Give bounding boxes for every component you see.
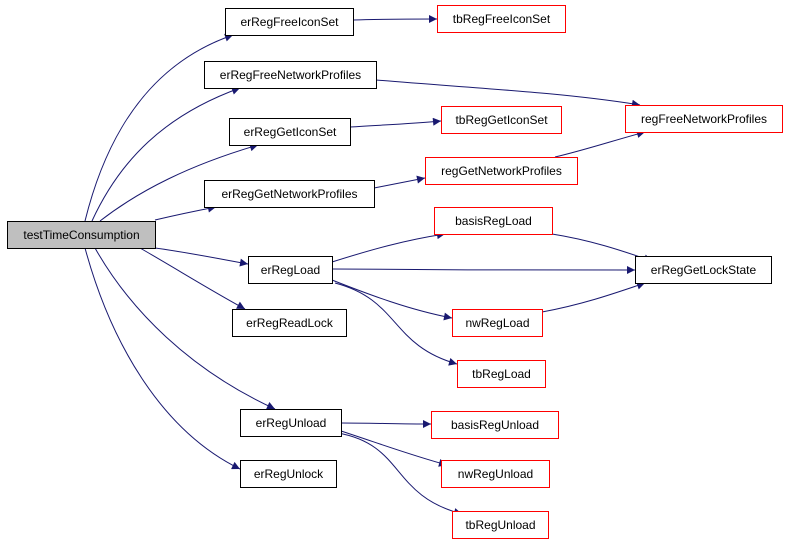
node-label: tbRegGetIconSet: [455, 113, 548, 127]
node-tbRegGetIconSet[interactable]: tbRegGetIconSet: [441, 106, 562, 134]
node-label: regGetNetworkProfiles: [441, 164, 562, 178]
node-tbRegFreeIconSet[interactable]: tbRegFreeIconSet: [437, 5, 566, 33]
edge-erRegGetNetworkProfiles-to-regGetNetworkProfiles: [373, 175, 426, 189]
node-box[interactable]: [437, 5, 566, 33]
node-erRegLoad[interactable]: erRegLoad: [248, 256, 333, 284]
node-label: nwRegUnload: [458, 467, 533, 481]
node-label: erRegFreeIconSet: [240, 15, 339, 29]
node-erRegReadLock[interactable]: erRegReadLock: [232, 309, 347, 337]
edge-testTimeConsumption-to-erRegGetNetworkProfiles: [154, 204, 217, 221]
node-nwRegLoad[interactable]: nwRegLoad: [452, 309, 543, 337]
node-box[interactable]: [441, 460, 550, 488]
edge-testTimeConsumption-to-erRegFreeIconSet: [84, 33, 234, 222]
node-erRegUnload[interactable]: erRegUnload: [240, 409, 342, 437]
node-label: basisRegLoad: [455, 214, 532, 228]
node-label: nwRegLoad: [465, 316, 529, 330]
node-regGetNetworkProfiles[interactable]: regGetNetworkProfiles: [425, 157, 578, 185]
node-erRegGetLockState[interactable]: erRegGetLockState: [635, 256, 772, 284]
node-tbRegUnload[interactable]: tbRegUnload: [452, 511, 549, 539]
node-erRegUnlock[interactable]: erRegUnlock: [240, 460, 337, 488]
node-label: erRegGetNetworkProfiles: [221, 187, 357, 201]
node-basisRegUnload[interactable]: basisRegUnload: [431, 411, 559, 439]
node-box[interactable]: [441, 106, 562, 134]
node-label: testTimeConsumption: [23, 228, 139, 242]
node-box[interactable]: [240, 460, 337, 488]
node-label: erRegUnload: [256, 416, 327, 430]
edge-erRegUnload-to-basisRegUnload: [340, 419, 432, 428]
node-label: erRegLoad: [261, 263, 320, 277]
node-box[interactable]: [434, 207, 553, 235]
node-erRegGetNetworkProfiles[interactable]: erRegGetNetworkProfiles: [204, 180, 375, 208]
node-box[interactable]: [240, 409, 342, 437]
edge-erRegLoad-to-erRegGetLockState: [331, 265, 636, 274]
node-box[interactable]: [248, 256, 333, 284]
edge-erRegLoad-to-tbRegLoad: [334, 282, 458, 366]
node-box[interactable]: [431, 411, 559, 439]
node-label: tbRegUnload: [465, 518, 535, 532]
node-testTimeConsumption[interactable]: testTimeConsumption: [7, 221, 156, 249]
node-box[interactable]: [452, 309, 543, 337]
node-box[interactable]: [229, 118, 351, 146]
node-box[interactable]: [204, 61, 377, 89]
edge-erRegLoad-to-basisRegLoad: [331, 231, 446, 263]
edge-testTimeConsumption-to-erRegGetIconSet: [99, 143, 259, 222]
node-label: basisRegUnload: [451, 418, 539, 432]
node-label: regFreeNetworkProfiles: [641, 112, 767, 126]
node-label: erRegGetIconSet: [244, 125, 337, 139]
edge-erRegUnload-to-tbRegUnload: [337, 432, 463, 516]
node-box[interactable]: [625, 105, 783, 133]
edge-erRegUnload-to-nwRegUnload: [340, 430, 448, 467]
edge-erRegFreeNetworkProfiles-to-regFreeNetworkProfiles: [375, 79, 641, 108]
node-nwRegUnload[interactable]: nwRegUnload: [441, 460, 550, 488]
node-erRegFreeNetworkProfiles[interactable]: erRegFreeNetworkProfiles: [204, 61, 377, 89]
node-box[interactable]: [7, 221, 156, 249]
node-label: erRegReadLock: [246, 316, 334, 330]
node-label: tbRegLoad: [472, 367, 531, 381]
edge-erRegGetIconSet-to-tbRegGetIconSet: [349, 117, 442, 128]
node-box[interactable]: [425, 157, 578, 185]
edges-layer: [84, 15, 653, 516]
edge-testTimeConsumption-to-erRegUnlock: [84, 247, 241, 470]
edge-erRegLoad-to-nwRegLoad: [331, 279, 453, 321]
edge-testTimeConsumption-to-erRegUnload: [94, 247, 276, 410]
edge-testTimeConsumption-to-erRegLoad: [154, 247, 249, 267]
node-box[interactable]: [232, 309, 347, 337]
node-regFreeNetworkProfiles[interactable]: regFreeNetworkProfiles: [625, 105, 783, 133]
edge-testTimeConsumption-to-erRegReadLock: [139, 247, 246, 310]
node-box[interactable]: [204, 180, 375, 208]
node-label: erRegFreeNetworkProfiles: [220, 68, 361, 82]
node-basisRegLoad[interactable]: basisRegLoad: [434, 207, 553, 235]
node-box[interactable]: [225, 8, 354, 36]
node-erRegGetIconSet[interactable]: erRegGetIconSet: [229, 118, 351, 146]
edge-testTimeConsumption-to-erRegFreeNetworkProfiles: [91, 86, 241, 222]
node-box[interactable]: [457, 360, 546, 388]
node-box[interactable]: [452, 511, 549, 539]
node-box[interactable]: [635, 256, 772, 284]
node-label: erRegGetLockState: [651, 263, 757, 277]
edge-regGetNetworkProfiles-to-regFreeNetworkProfiles: [554, 130, 646, 158]
node-erRegFreeIconSet[interactable]: erRegFreeIconSet: [225, 8, 354, 36]
edge-nwRegLoad-to-erRegGetLockState: [541, 281, 646, 313]
node-tbRegLoad[interactable]: tbRegLoad: [457, 360, 546, 388]
node-label: erRegUnlock: [254, 467, 324, 481]
edge-erRegFreeIconSet-to-tbRegFreeIconSet: [352, 15, 438, 24]
nodes-layer: testTimeConsumption erRegFreeIconSet tbReg…: [7, 5, 783, 539]
node-label: tbRegFreeIconSet: [453, 12, 551, 26]
